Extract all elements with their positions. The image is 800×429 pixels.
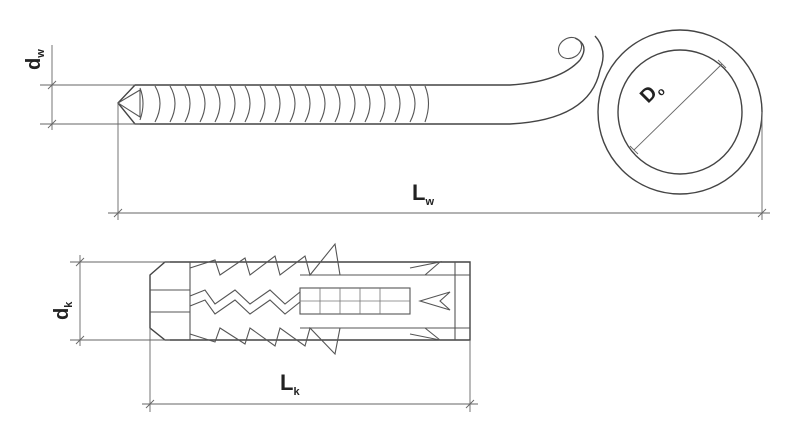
hook-ring-outer [597,29,763,195]
label-Lw: Lw [412,180,434,208]
label-dw: dw [23,49,47,70]
dimension-Do: Do [629,59,727,155]
plug-zigzag [189,289,301,305]
plug-teeth-top [189,242,341,277]
screw-shank-outline [117,59,601,125]
hook-ring-inner [617,49,743,175]
plug-teeth-bottom [189,326,341,356]
wall-plug [149,242,471,356]
screw-threads [139,85,430,123]
label-Do: Do [636,77,668,109]
dimension-dw: dw [23,45,140,130]
eye-screw-hook [116,29,763,195]
label-dk: dk [51,301,75,320]
dimension-dk: dk [51,255,170,346]
screw-tip [116,89,141,119]
dimension-Lk: Lk [142,328,478,412]
plug-tip-barbs [409,261,451,341]
hook-ring-end [557,36,583,60]
dimension-Lw: Lw [108,103,770,220]
label-Lk: Lk [280,370,300,398]
